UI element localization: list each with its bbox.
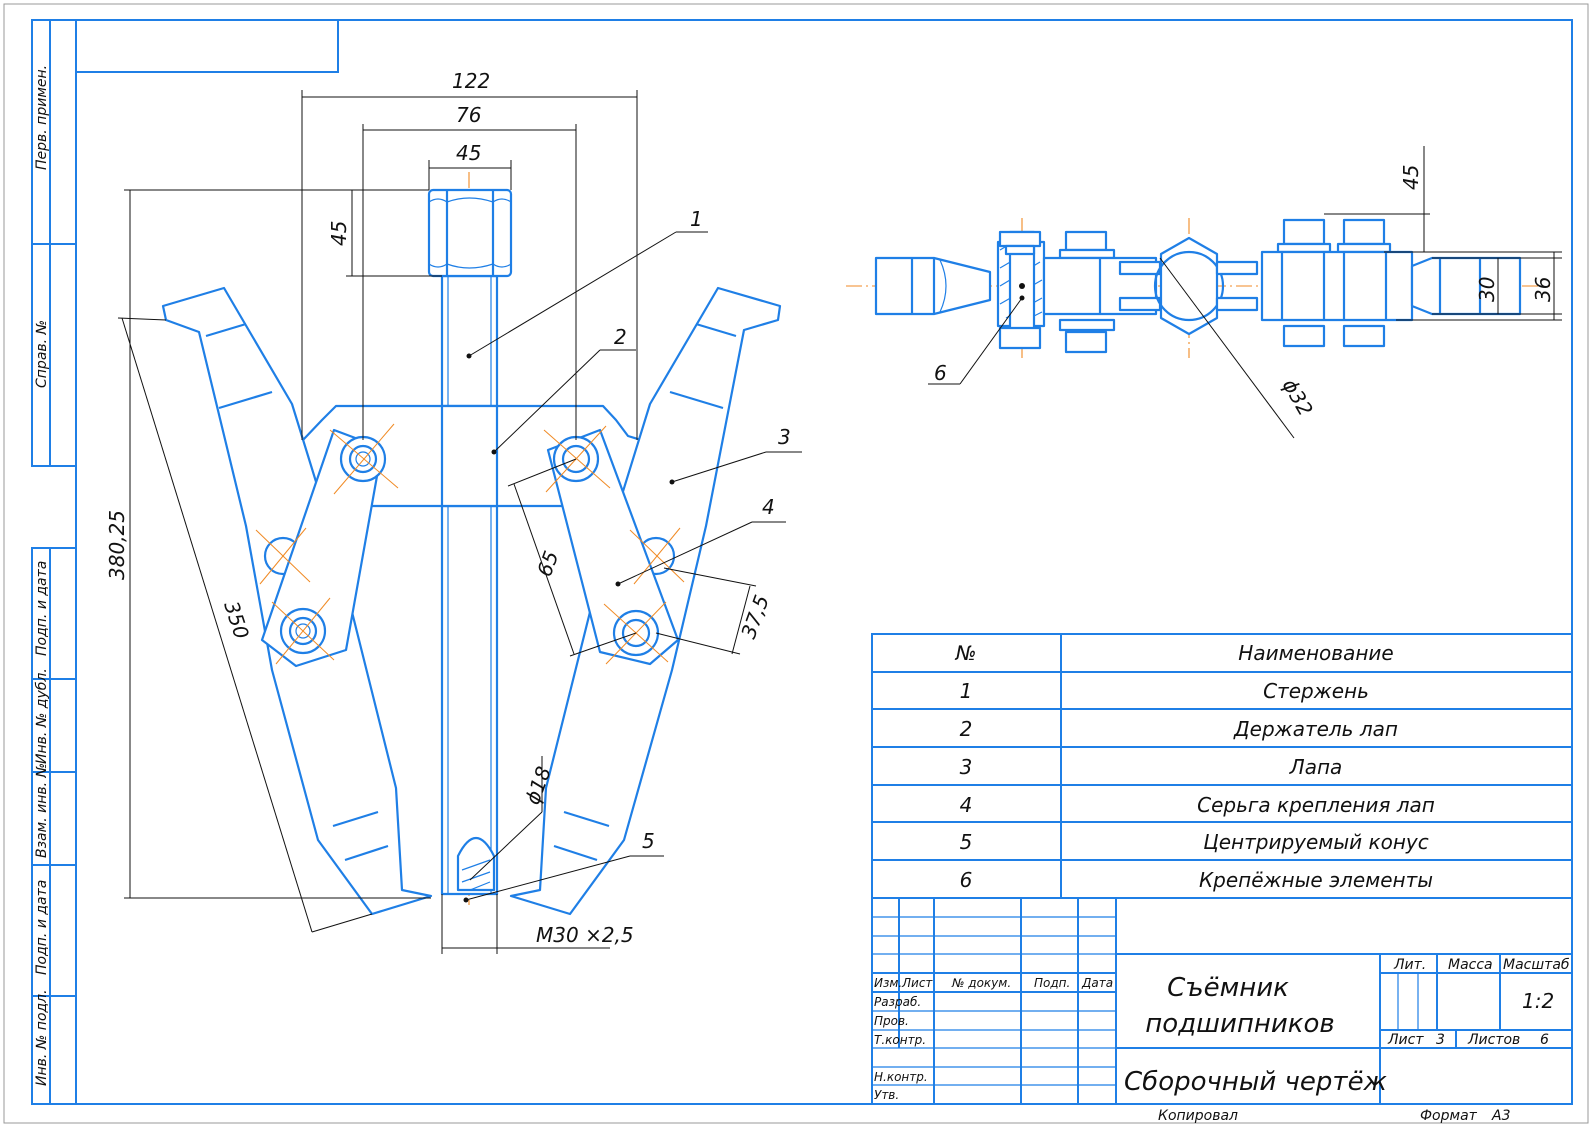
cone-part-5 [456, 837, 496, 892]
stamp-podp-data-1: Подп. и дата [34, 561, 50, 656]
tb-massa-label: Масса [1448, 957, 1493, 973]
top-view [846, 218, 1550, 358]
title-block: Изм. Лист № докум. Подп. Дата Разраб. Пр… [871, 897, 1573, 1105]
parts-row-no: 2 [960, 717, 973, 741]
stamp-inv-dubl: Инв. № дубл. [34, 668, 50, 764]
tb-col-podp: Подп. [1034, 976, 1070, 990]
tb-col-data: Дата [1081, 976, 1113, 990]
parts-row-no: 1 [960, 679, 973, 703]
footer: Копировал Формат А3 [1158, 1108, 1510, 1124]
parts-row-no: 6 [960, 868, 973, 892]
dim-36: 36 [1531, 277, 1555, 302]
tb-list-value: 3 [1436, 1032, 1445, 1048]
dim-37: 37,5 [736, 592, 774, 642]
tb-col-list: Лист [901, 976, 933, 990]
tb-col-izm: Изм. [874, 976, 902, 990]
parts-header-name: Наименование [1238, 641, 1393, 665]
dim-30: 30 [1475, 277, 1499, 302]
tb-list-label: Лист [1387, 1032, 1424, 1048]
tb-masshtab-label: Масштаб [1503, 957, 1570, 973]
tb-listov-value: 6 [1540, 1032, 1549, 1048]
stamp-inv-podl: Инв. № подл. [34, 989, 50, 1086]
title-line-1: Съёмник [1167, 973, 1289, 1003]
dim-350: 350 [219, 598, 254, 642]
dim-76: 76 [456, 103, 481, 127]
callout-1: 1 [690, 207, 703, 231]
stamp-perv-primen: Перв. примен. [34, 65, 50, 170]
parts-row-name: Лапа [1289, 755, 1343, 779]
tb-col-no-dokum: № докум. [951, 976, 1011, 990]
dim-thread: М30 ×2,5 [536, 923, 634, 947]
parts-row-name: Крепёжные элементы [1199, 868, 1433, 892]
tb-listov-label: Листов [1467, 1032, 1520, 1048]
front-view [161, 172, 782, 916]
parts-row-no: 5 [960, 830, 973, 854]
dim-45-plan: 45 [1399, 165, 1423, 190]
dim-phi32: ϕ32 [1278, 375, 1318, 420]
stamp-podp-data-2: Подп. и дата [34, 880, 50, 975]
callout-2: 2 [614, 325, 627, 349]
tb-row-razrab: Разраб. [874, 995, 921, 1009]
footer-format-value: А3 [1491, 1108, 1510, 1124]
footer-format-label: Формат [1420, 1108, 1478, 1124]
hex-nut [427, 188, 513, 278]
footer-kopiroval: Копировал [1158, 1108, 1238, 1124]
parts-row-name: Центрируемый конус [1203, 830, 1429, 854]
callout-3: 3 [778, 425, 791, 449]
dim-122: 122 [452, 69, 490, 93]
tb-lit-label: Лит. [1393, 957, 1426, 973]
drawing-frame [3, 3, 1589, 1124]
tb-row-nkontr: Н.контр. [874, 1070, 928, 1084]
dim-65: 65 [532, 548, 563, 580]
dim-45-side: 45 [327, 221, 351, 246]
tb-row-utv: Утв. [874, 1088, 899, 1102]
doc-type: Сборочный чертёж [1124, 1067, 1388, 1097]
parts-table: № Наименование 1 Стержень 2 Держатель ла… [871, 633, 1573, 899]
callout-6: 6 [934, 361, 947, 385]
top-nuts [998, 218, 1392, 354]
tb-scale-value: 1:2 [1522, 989, 1554, 1013]
rod-part-1 [440, 274, 499, 896]
stamp-vzam-inv: Взам. инв. № [34, 763, 50, 858]
title-line-2: подшипников [1145, 1009, 1334, 1039]
tb-row-tkontr: Т.контр. [874, 1033, 926, 1047]
parts-row-name: Держатель лап [1233, 717, 1398, 741]
margin-stamps: Перв. примен. Справ. № Подп. и дата Инв.… [31, 19, 77, 1105]
top-center-nut [1159, 236, 1219, 336]
dim-380: 380,25 [105, 510, 129, 580]
link-right-part-4 [546, 428, 680, 666]
tb-row-prov: Пров. [874, 1014, 909, 1028]
parts-row-name: Серьга крепления лап [1197, 793, 1435, 817]
parts-row-no: 4 [960, 793, 973, 817]
dim-45-top: 45 [456, 141, 481, 165]
callout-5: 5 [642, 829, 655, 853]
parts-row-name: Стержень [1263, 679, 1369, 703]
parts-row-no: 3 [960, 755, 973, 779]
parts-header-no: № [955, 641, 977, 665]
callout-4: 4 [762, 495, 775, 519]
stamp-sprav-no: Справ. № [34, 320, 50, 388]
front-callouts: 1 2 3 4 5 [463, 207, 802, 903]
